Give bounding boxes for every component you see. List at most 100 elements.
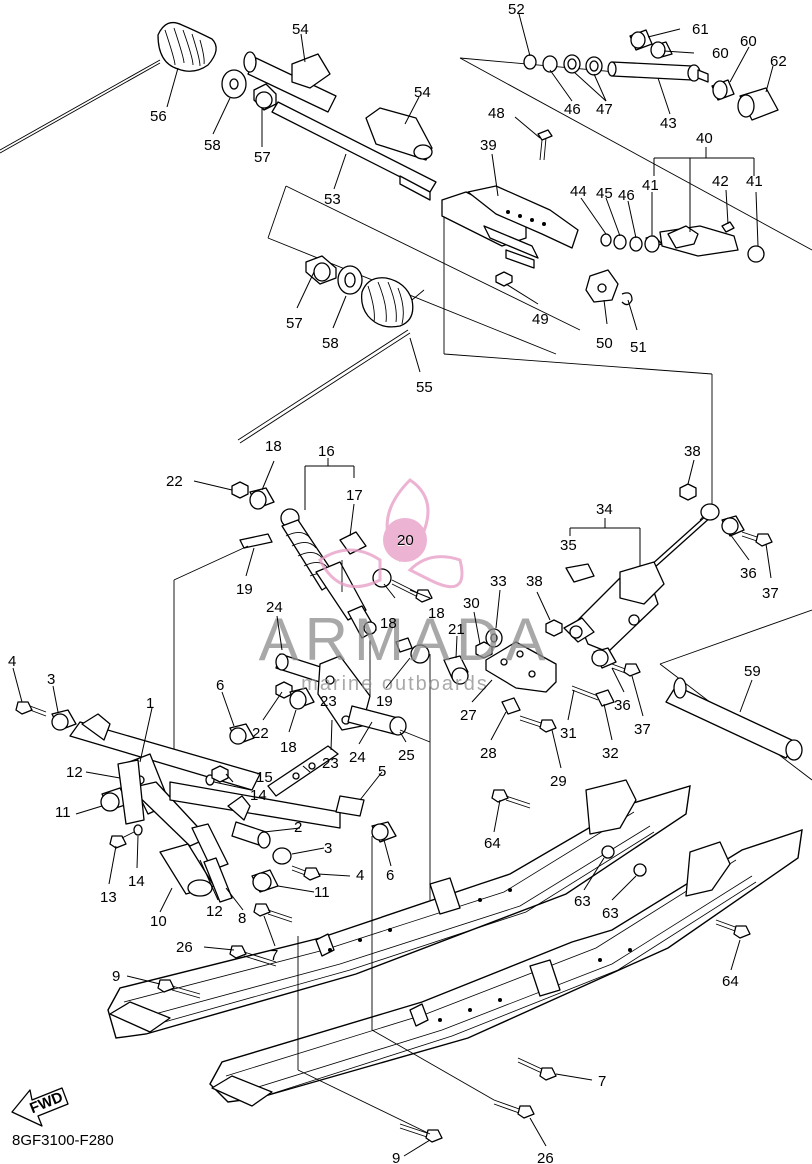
nut-30 <box>475 641 493 659</box>
bracket-27 <box>485 641 557 693</box>
part-label-4: 4 <box>8 653 16 670</box>
bolt-7-lower <box>517 1057 557 1081</box>
sleeve-62 <box>737 87 779 121</box>
bolt-64-lower <box>715 919 751 939</box>
part-label-12b: 12 <box>206 903 223 920</box>
part-label-18b: 18 <box>380 615 397 632</box>
part-label-64b: 64 <box>722 973 739 990</box>
bushing-41-right <box>747 245 765 263</box>
part-label-22b: 22 <box>252 725 269 742</box>
part-label-8: 8 <box>238 910 246 927</box>
bolt-9-lower <box>399 1123 443 1143</box>
bolt-48 <box>537 129 553 161</box>
washer-44 <box>600 233 612 247</box>
watermark-logo: 20 ARMADA marine outboards <box>259 478 552 695</box>
part-label-46b: 46 <box>564 101 581 118</box>
clip-51 <box>621 292 633 306</box>
part-label-46: 46 <box>618 187 635 204</box>
arm-assembly-40 <box>644 221 765 263</box>
part-label-24: 24 <box>266 599 283 616</box>
plate-12-upper <box>117 759 145 825</box>
part-label-50: 50 <box>596 335 613 352</box>
part-label-37: 37 <box>762 585 779 602</box>
part-label-18: 18 <box>265 438 282 455</box>
washer-46-mid <box>629 236 643 252</box>
part-label-41: 41 <box>642 177 659 194</box>
svg-text:20: 20 <box>397 533 413 549</box>
part-label-6b: 6 <box>386 867 394 884</box>
watermark-brand: ARMADA <box>259 606 552 673</box>
bolt-31 <box>571 685 599 701</box>
part-label-6: 6 <box>216 677 224 694</box>
part-label-32: 32 <box>602 745 619 762</box>
bushings-47 <box>563 54 603 76</box>
part-label-58b: 58 <box>322 335 339 352</box>
forward-arrow-icon: FWD <box>11 1087 69 1127</box>
bolt-4-left <box>15 701 47 717</box>
pin-19-lower <box>395 637 413 653</box>
guide-54-lower <box>365 107 433 161</box>
bolt-64-upper <box>491 789 531 809</box>
pin-19-top <box>239 533 273 549</box>
bolt-29 <box>519 715 557 733</box>
part-label-43: 43 <box>660 115 677 132</box>
leader-lines <box>12 13 774 1157</box>
part-label-63: 63 <box>574 893 591 910</box>
part-label-30: 30 <box>463 595 480 612</box>
part-label-21: 21 <box>448 621 465 638</box>
slide-rail-left <box>107 779 691 1039</box>
part-label-36b: 36 <box>614 697 631 714</box>
bolt-37-lower <box>611 663 641 677</box>
part-label-45: 45 <box>596 185 613 202</box>
part-label-4b: 4 <box>356 867 364 884</box>
part-label-26: 26 <box>176 939 193 956</box>
part-label-53: 53 <box>324 191 341 208</box>
part-label-18d: 18 <box>280 739 297 756</box>
guide-54-upper <box>291 53 331 89</box>
collar-6-upper <box>229 723 255 745</box>
part-label-35: 35 <box>560 537 577 554</box>
part-label-60: 60 <box>712 45 729 62</box>
part-label-3b: 3 <box>324 840 332 857</box>
bushing-57-top <box>253 83 277 111</box>
part-label-27: 27 <box>460 707 477 724</box>
collar-33 <box>485 628 503 648</box>
part-label-48: 48 <box>488 105 505 122</box>
watermark-tagline: marine outboards <box>301 673 489 695</box>
part-label-13: 13 <box>100 889 117 906</box>
part-label-42: 42 <box>712 173 729 190</box>
bolt-13 <box>109 831 135 849</box>
part-label-38: 38 <box>684 443 701 460</box>
bolt-4-right <box>291 865 321 881</box>
rear-axle-53 <box>243 51 437 201</box>
bracket-39 <box>441 185 579 269</box>
nut-22-top <box>231 481 249 499</box>
washer-14-lower <box>133 824 143 836</box>
part-label-36: 36 <box>740 565 757 582</box>
part-label-62: 62 <box>770 53 787 70</box>
collar-36-lower <box>591 647 617 669</box>
diagram-code: 8GF3100-F280 <box>12 1132 114 1149</box>
part-label-63b: 63 <box>602 905 619 922</box>
part-label-20: 20 <box>397 532 414 549</box>
washer-45 <box>613 234 627 250</box>
part-label-17: 17 <box>346 487 363 504</box>
nut-22-lower <box>275 681 293 699</box>
part-label-23: 23 <box>322 755 339 772</box>
assembly-outline-bottom <box>297 836 495 1135</box>
collar-3-left <box>51 709 77 731</box>
part-label-31: 31 <box>560 725 577 742</box>
bolt-7-upper <box>253 903 293 923</box>
washer-46-top <box>542 55 558 73</box>
part-label-2: 2 <box>294 819 302 836</box>
shaft-24-lower <box>347 705 407 736</box>
part-label-58: 58 <box>204 137 221 154</box>
part-label-9: 9 <box>112 968 120 985</box>
collar-18-top <box>249 487 275 510</box>
bushing-21 <box>443 655 469 685</box>
part-label-26b: 26 <box>537 1150 554 1164</box>
part-label-11: 11 <box>55 804 71 821</box>
shaft-59 <box>665 677 803 761</box>
grease-nipple-42 <box>721 221 735 233</box>
